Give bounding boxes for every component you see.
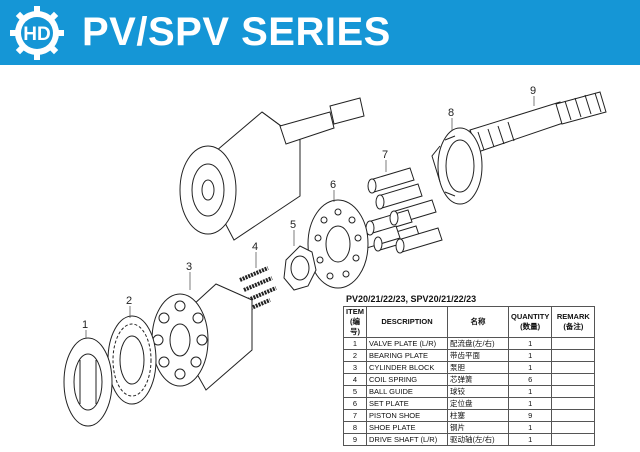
bearing-plate-part [107,315,157,405]
header-banner: HD PV/SPV SERIES [0,0,640,65]
cell-remark [551,397,596,410]
coil-spring-parts [239,266,277,314]
callout-7: 7 [382,149,388,161]
table-row: 7 PISTON SHOE 柱塞 9 [343,409,596,422]
cell-item: 9 [343,433,367,446]
cell-remark [551,385,596,398]
cell-remark [551,373,596,386]
hd-gear-logo-icon: HD [10,6,64,60]
header-description: DESCRIPTION [366,306,448,338]
table-caption: PV20/21/22/23, SPV20/21/22/23 [346,294,477,304]
cell-remark [551,421,596,434]
assembled-pump-part [179,97,365,241]
cell-name: 带齿平面 [447,349,509,362]
cell-item: 4 [343,373,367,386]
cell-quantity: 1 [507,385,553,398]
header-name: 名称 [447,306,509,338]
callout-5: 5 [290,219,296,231]
cell-remark [551,337,596,350]
cell-name: 定位盘 [447,397,509,410]
table-row: 9 DRIVE SHAFT (L/R) 驱动轴(左/右) 1 [343,433,596,446]
table-row: 5 BALL GUIDE 球铰 1 [343,385,596,398]
cell-description: VALVE PLATE (L/R) [366,337,448,350]
table-row: 8 SHOE PLATE 钢片 1 [343,421,596,434]
page-title: PV/SPV SERIES [82,10,391,54]
cylinder-block-part [151,283,253,391]
shoe-plate-part [431,127,483,205]
cell-description: BALL GUIDE [366,385,448,398]
table-row: 1 VALVE PLATE (L/R) 配流盘(左/右) 1 [343,337,596,350]
table-header-row: ITEM(编号) DESCRIPTION 名称 QUANTITY(数量) REM… [343,306,596,338]
cell-remark [551,433,596,446]
cell-description: SHOE PLATE [366,421,448,434]
exploded-parts-diagram: 1 2 3 4 5 6 7 8 9 [63,85,607,427]
cell-quantity: 9 [507,409,553,422]
table-row: 6 SET PLATE 定位盘 1 [343,397,596,410]
parts-table: ITEM(编号) DESCRIPTION 名称 QUANTITY(数量) REM… [343,306,596,446]
cell-item: 5 [343,385,367,398]
cell-quantity: 1 [507,349,553,362]
header-remark: REMARK(备注) [551,306,596,338]
cell-name: 驱动轴(左/右) [447,433,509,446]
cell-quantity: 1 [507,397,553,410]
cell-name: 泵胆 [447,361,509,374]
cell-description: BEARING PLATE [366,349,448,362]
cell-quantity: 1 [507,433,553,446]
cell-item: 2 [343,349,367,362]
cell-description: CYLINDER BLOCK [366,361,448,374]
table-row: 3 CYLINDER BLOCK 泵胆 1 [343,361,596,374]
cell-description: COIL SPRING [366,373,448,386]
cell-description: DRIVE SHAFT (L/R) [366,433,448,446]
callout-3: 3 [186,261,192,273]
cell-item: 6 [343,397,367,410]
cell-name: 配流盘(左/右) [447,337,509,350]
cell-remark [551,361,596,374]
cell-description: SET PLATE [366,397,448,410]
callout-8: 8 [448,107,454,119]
cell-name: 芯弹簧 [447,373,509,386]
cell-quantity: 1 [507,337,553,350]
cell-item: 1 [343,337,367,350]
drive-shaft-part [469,91,607,153]
callout-2: 2 [126,295,132,307]
cell-quantity: 1 [507,421,553,434]
callout-9: 9 [530,85,536,97]
callout-6: 6 [330,179,336,191]
cell-remark [551,409,596,422]
cell-name: 球铰 [447,385,509,398]
set-plate-part [307,199,369,289]
table-row: 2 BEARING PLATE 带齿平面 1 [343,349,596,362]
header-quantity: QUANTITY(数量) [507,306,553,338]
valve-plate-part [63,337,113,427]
cell-name: 柱塞 [447,409,509,422]
ball-guide-part [283,245,317,291]
cell-item: 3 [343,361,367,374]
cell-quantity: 6 [507,373,553,386]
svg-text:HD: HD [23,24,50,45]
callout-1: 1 [82,319,88,331]
cell-remark [551,349,596,362]
cell-item: 8 [343,421,367,434]
cell-description: PISTON SHOE [366,409,448,422]
piston-shoe-parts [353,167,443,254]
cell-quantity: 1 [507,361,553,374]
cell-item: 7 [343,409,367,422]
table-row: 4 COIL SPRING 芯弹簧 6 [343,373,596,386]
cell-name: 钢片 [447,421,509,434]
callout-4: 4 [252,241,258,253]
header-item: ITEM(编号) [343,306,367,338]
